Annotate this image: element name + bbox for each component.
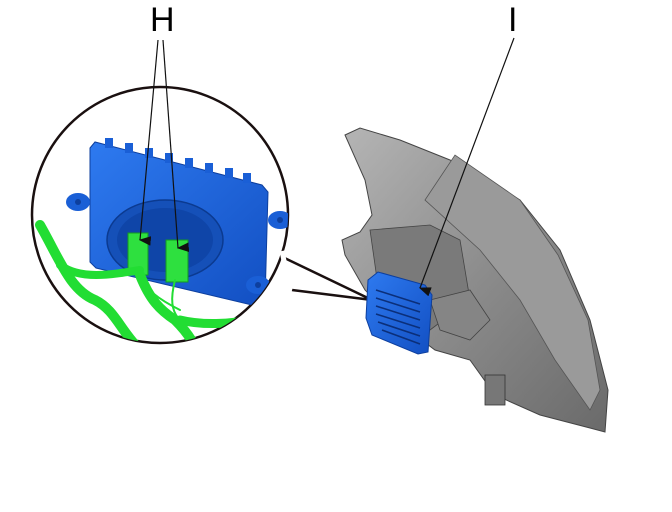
module-detail-view bbox=[35, 138, 288, 343]
callout-arrows-h bbox=[138, 39, 190, 253]
callout-label-h: H bbox=[150, 1, 175, 39]
callout-label-i: I bbox=[508, 1, 518, 39]
control-module bbox=[365, 271, 433, 355]
callout-arrow-i bbox=[418, 37, 515, 297]
